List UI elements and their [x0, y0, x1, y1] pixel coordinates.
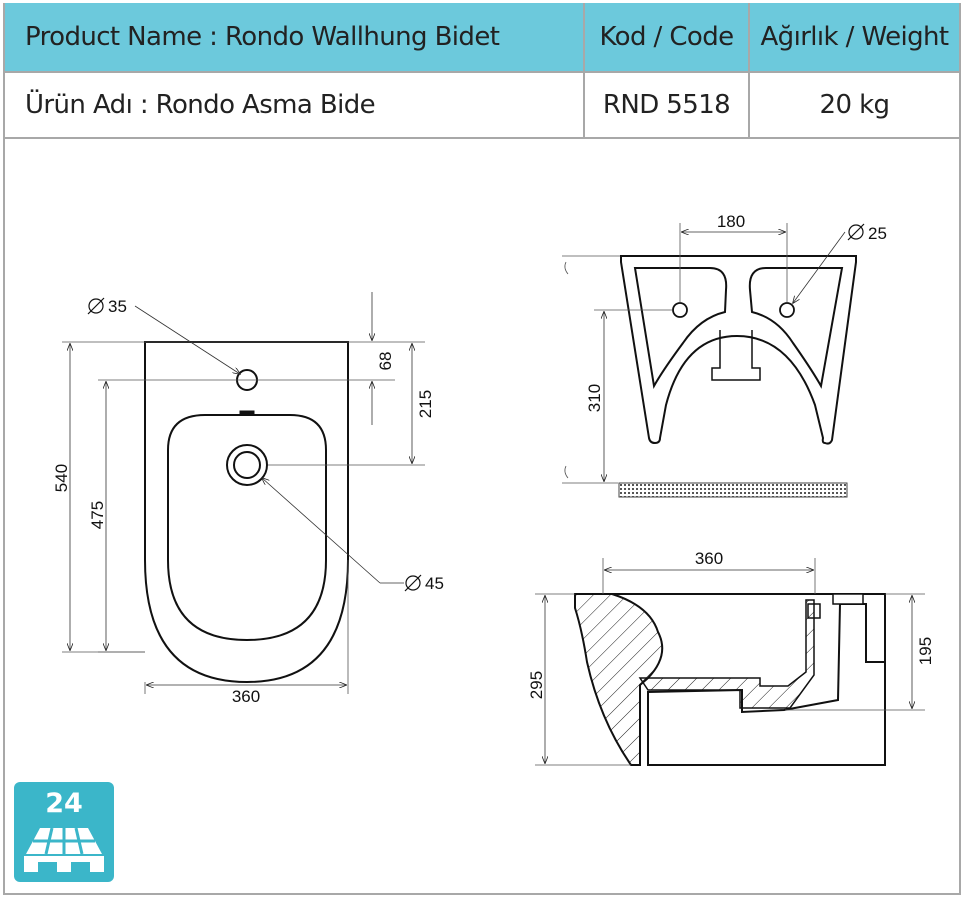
rear-view-dims: [562, 223, 846, 484]
dim-360-top-label: 360: [232, 687, 260, 706]
diameter-45-label: 45: [404, 574, 444, 593]
side-outlet: [807, 603, 821, 619]
dim-360-side-label: 360: [695, 549, 723, 568]
basin-outline: [167, 414, 327, 642]
rear-fixing-hole-left: [672, 302, 688, 318]
overflow-slot: [239, 410, 255, 416]
header-product-name-cell: Product Name : Rondo Wallhung Bidet: [5, 3, 583, 73]
diameter-35-label: 35: [87, 297, 127, 316]
row-product-name-cell: Ürün Adı : Rondo Asma Bide: [5, 73, 583, 139]
dim-475-label: 475: [88, 501, 107, 529]
dim-540-label: 540: [52, 464, 71, 492]
header-code-cell: Kod / Code: [583, 3, 748, 73]
top-view: [62, 292, 425, 694]
bowl-outline: [144, 341, 349, 684]
tap-hole-diameter: 35: [108, 297, 127, 316]
dim-180-label: 180: [717, 212, 745, 231]
product-weight: 20 kg: [819, 90, 891, 120]
product-name-en: Product Name : Rondo Wallhung Bidet: [25, 22, 500, 52]
fixing-hole-diameter: 25: [868, 224, 887, 243]
drain-outer: [226, 444, 268, 486]
pallet-count: 24: [45, 788, 83, 819]
rear-bracket: [711, 330, 761, 381]
side-view-labels: 360 295 195: [527, 549, 935, 699]
code-header: Kod / Code: [599, 22, 734, 52]
product-name-tr: Ürün Adı : Rondo Asma Bide: [25, 90, 376, 120]
side-section-view: [574, 593, 886, 766]
dim-68-label: 68: [376, 352, 395, 371]
dim-215-label: 215: [416, 390, 435, 418]
drain-diameter: 45: [425, 574, 444, 593]
pallet-icon: [24, 827, 104, 872]
row-weight-cell: 20 kg: [748, 73, 959, 139]
dim-195-label: 195: [916, 637, 935, 665]
floor-strip: [618, 482, 848, 498]
top-view-labels: 35 45 68 215 540 475 360: [52, 297, 444, 706]
diameter-25-label: 25: [847, 223, 887, 243]
rear-left-cavity: [633, 267, 728, 389]
rear-right-cavity: [748, 267, 844, 389]
drain-inner: [233, 451, 261, 479]
row-code-cell: RND 5518: [583, 73, 748, 139]
side-view-dims: [535, 558, 925, 766]
rear-outer-profile: [620, 255, 857, 445]
dim-310-label: 310: [585, 384, 604, 412]
side-outline: [575, 593, 886, 766]
spec-sheet-frame: [3, 3, 961, 895]
rear-fixing-hole-right: [779, 302, 795, 318]
side-right-block: [832, 593, 864, 605]
pallet-quantity-badge: 24: [14, 782, 114, 882]
rear-view: [618, 255, 857, 498]
header-weight-cell: Ağırlık / Weight: [748, 3, 959, 73]
dim-295-label: 295: [527, 671, 546, 699]
rear-view-labels: 180 25 310: [585, 212, 887, 412]
product-code: RND 5518: [602, 90, 731, 120]
side-hatched-wall: [574, 593, 664, 766]
weight-header: Ağırlık / Weight: [760, 22, 950, 52]
